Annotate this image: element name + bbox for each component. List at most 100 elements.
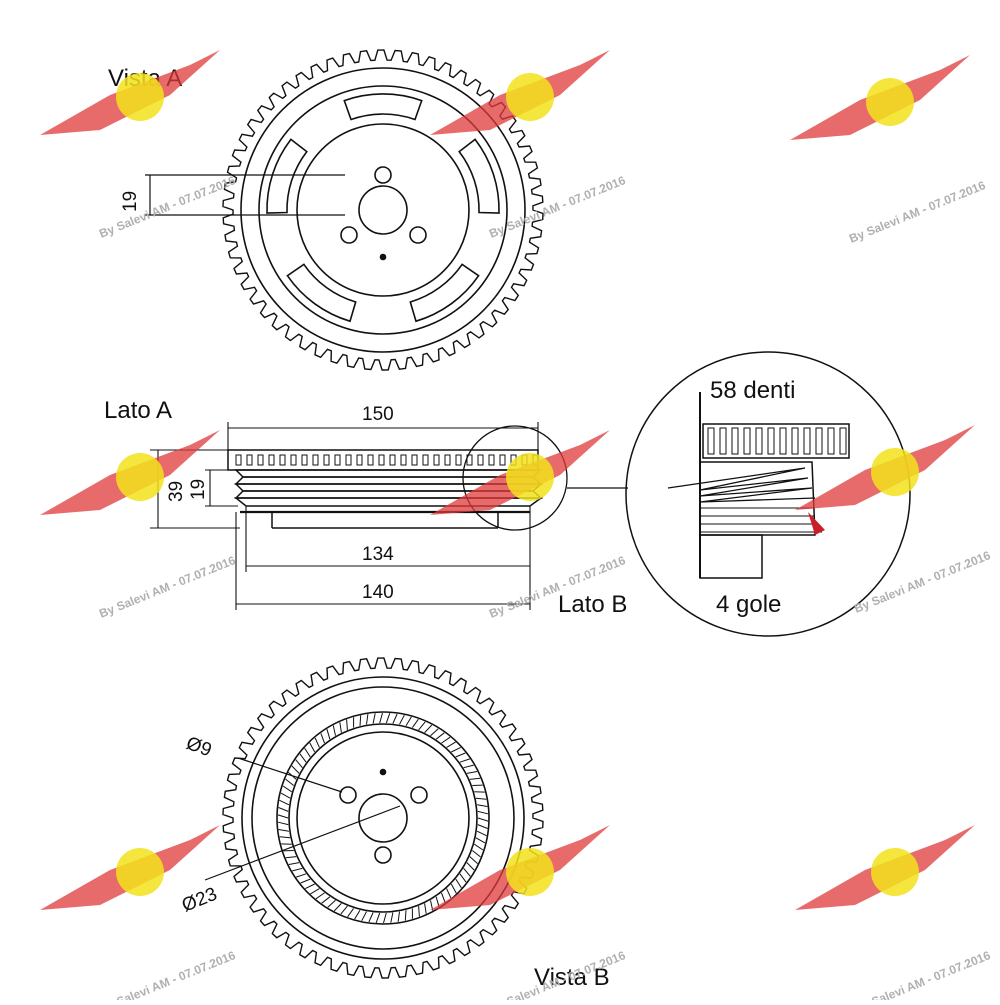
rubber-hatch-line: [419, 906, 420, 916]
rubber-hatch-line: [391, 913, 393, 923]
watermark-badge: [866, 78, 914, 126]
ring-inner-edge-b: [242, 677, 524, 959]
rubber-hatch-line: [292, 868, 302, 871]
rubber-hatch-line: [456, 753, 466, 757]
rubber-hatch-line: [442, 737, 451, 743]
rubber-outer-circle: [277, 712, 489, 924]
rubber-hatch-line: [436, 733, 444, 739]
dim-39: 39: [166, 481, 187, 502]
detail-tooth: [828, 428, 834, 454]
spoke-slot: [410, 264, 478, 321]
watermark: By Salevi AM - 07.07.2016: [430, 50, 628, 241]
rubber-hatch-line: [333, 726, 335, 736]
rubber-hatch-line: [367, 714, 368, 724]
tooth-mark: [335, 455, 340, 465]
spoke-slot: [459, 139, 499, 213]
dim-140: 140: [362, 582, 394, 603]
center-mark: [381, 255, 386, 260]
rubber-hatch-line: [412, 719, 418, 727]
rubber-hatch-line: [327, 729, 330, 739]
view-b-rear: [205, 658, 543, 978]
rubber-hatch-line: [315, 738, 319, 748]
rubber-hatch-line: [406, 717, 411, 726]
watermark-badge: [871, 448, 919, 496]
detail-tooth: [720, 428, 726, 454]
rubber-hatch-line: [305, 748, 311, 757]
dim-19-top: 19: [120, 191, 141, 212]
label-4-gole: 4 gole: [716, 591, 781, 618]
rubber-hatch-line: [464, 868, 471, 876]
rubber-hatch-line: [296, 874, 306, 877]
rubber-hatch-line: [328, 900, 336, 907]
rubber-hatch-line: [316, 893, 325, 899]
spoke-slot: [267, 139, 307, 213]
detail-tooth: [840, 428, 846, 454]
detail-tooth: [792, 428, 798, 454]
detail-hub-block: [700, 535, 762, 578]
tooth-mark: [280, 455, 285, 465]
detail-tooth: [768, 428, 774, 454]
dim-150: 150: [362, 404, 394, 425]
hub-inner-circle: [297, 124, 469, 296]
tooth-mark: [390, 455, 395, 465]
detail-tooth-block: [703, 424, 849, 458]
rubber-hatch-line: [373, 713, 375, 723]
detail-tooth: [816, 428, 822, 454]
watermark: By Salevi AM - 07.07.2016: [795, 425, 993, 616]
rubber-hatch-line: [341, 906, 348, 914]
rubber-hatch-line: [286, 857, 296, 858]
watermark: By Salevi AM - 07.07.2016: [790, 55, 988, 246]
detail-tooth: [804, 428, 810, 454]
watermark: By Salevi AM - 07.07.2016: [40, 825, 238, 1000]
spoke-slot: [287, 264, 355, 321]
rubber-hatch-line: [425, 903, 427, 913]
tooth-mark: [291, 455, 296, 465]
label-lato-b: Lato B: [558, 591, 627, 618]
rubber-hatch-line: [447, 889, 451, 899]
detail-tooth: [732, 428, 738, 454]
rubber-hatch-line: [470, 778, 480, 779]
rubber-hatch-line: [384, 913, 387, 923]
rubber-hatch-line: [477, 805, 487, 807]
watermark-text: By Salevi AM - 07.07.2016: [97, 948, 238, 1000]
rubber-hatch-line: [470, 857, 478, 864]
rubber-hatch-line: [296, 760, 303, 768]
center-bore-b: [359, 794, 407, 842]
center-mark-b: [381, 770, 386, 775]
rubber-hatch-line: [478, 818, 488, 821]
rubber-hatch-line: [478, 811, 488, 813]
rubber-hatch-line: [442, 893, 446, 903]
watermark-badge: [116, 453, 164, 501]
rubber-hatch-line: [322, 897, 330, 903]
rubber-hatch-line: [460, 759, 470, 762]
rubber-hatch-line: [467, 863, 474, 871]
rubber-hatch-line: [405, 910, 406, 920]
watermark-badge: [116, 848, 164, 896]
tooth-mark: [401, 455, 406, 465]
rubber-hatch-line: [280, 800, 289, 805]
rubber-hatch-line: [347, 720, 348, 730]
rubber-hatch-line: [425, 725, 432, 733]
detail-tooth: [780, 428, 786, 454]
rubber-hatch-line: [464, 765, 474, 768]
dim-134: 134: [362, 544, 394, 565]
rubber-hatch-line: [279, 830, 289, 832]
tooth-mark: [412, 455, 417, 465]
watermark: By Salevi AM - 07.07.2016: [40, 50, 238, 241]
detail-groove-profile: [668, 468, 815, 502]
rubber-hatch-line: [393, 714, 397, 724]
tooth-mark: [456, 455, 461, 465]
rubber-hatch-line: [310, 889, 319, 894]
rubber-hatch-line: [340, 722, 342, 732]
tooth-mark: [236, 455, 241, 465]
rubber-hatch-line: [398, 912, 399, 922]
tooth-mark: [478, 455, 483, 465]
rubber-hatch-line: [300, 754, 306, 762]
watermark-text: By Salevi AM - 07.07.2016: [97, 173, 238, 241]
rubber-hatch-line: [278, 822, 288, 824]
label-58-denti: 58 denti: [710, 377, 795, 404]
tooth-ring-marks: [236, 455, 538, 465]
rubber-hatch-line: [476, 838, 485, 843]
rubber-hatch-line: [286, 779, 294, 785]
